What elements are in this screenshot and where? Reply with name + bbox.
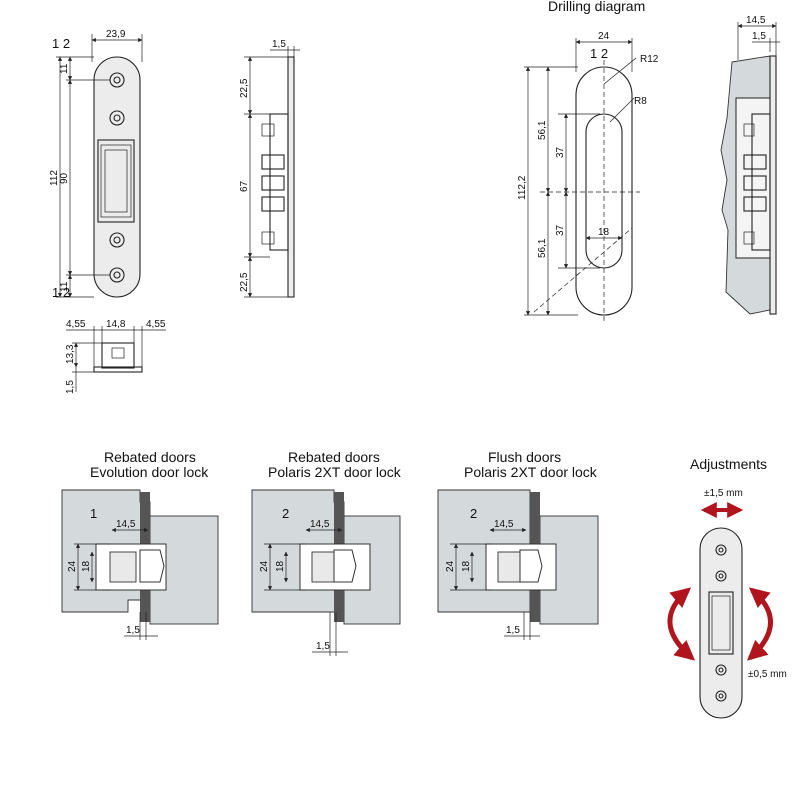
inner-radius-label: R8	[634, 96, 647, 107]
bottom-hole-dimension: 11	[59, 281, 70, 292]
section1-depth: 14,5	[116, 519, 136, 530]
section1-inner-height: 18	[81, 560, 92, 572]
section-rebated-polaris: Rebated doors Polaris 2XT door lock 2 14…	[251, 449, 402, 656]
vertical-adjustment-label: ±0,5 mm	[748, 669, 787, 680]
section2-inner-height: 18	[275, 560, 286, 572]
adjust-plate-outline	[699, 527, 743, 719]
section-rebated-evolution: Rebated doors Evolution door lock 1 14,5…	[61, 449, 219, 640]
section3-title-line2: Polaris 2XT door lock	[464, 464, 598, 480]
slot-width-dimension: 18	[598, 227, 610, 238]
section3-position: 2	[470, 506, 477, 521]
upper-half-dimension: 56,1	[537, 120, 548, 140]
top-hole-dimension: 11	[59, 63, 70, 74]
outer-radius-label: R12	[640, 54, 659, 65]
bottom-middle-width: 14,8	[106, 319, 126, 330]
section3-title-line1: Flush doors	[488, 449, 561, 465]
bottom-right-width: 4,55	[146, 319, 166, 330]
drill-outline-outer	[575, 66, 633, 316]
upper-slot-dimension: 37	[555, 146, 566, 158]
side-bottom-dimension: 22,5	[239, 272, 250, 292]
strike-plate-bottom-view: 4,55 14,8 4,55 13,3 1,5	[65, 319, 166, 394]
section1-outer-height: 24	[67, 560, 78, 572]
bottom-left-width: 4,55	[66, 319, 86, 330]
section2-title-line2: Polaris 2XT door lock	[268, 464, 402, 480]
right-depth-dimension: 14,5	[746, 15, 766, 26]
section2-title-line1: Rebated doors	[288, 449, 380, 465]
bottom-height-dimension: 13,3	[65, 344, 76, 364]
section2-depth: 14,5	[310, 519, 330, 530]
adjustments-diagram: Adjustments ±1,5 mm ±0,5 mm	[667, 456, 787, 719]
section3-outer-height: 24	[445, 560, 456, 572]
total-length-dimension: 112,2	[517, 175, 528, 200]
section3-depth: 14,5	[494, 519, 514, 530]
section2-outer-height: 24	[259, 560, 270, 572]
section2-gap: 1,5	[316, 641, 330, 652]
rotate-right-arrow	[747, 587, 773, 661]
bottom-plate-dimension: 1,5	[65, 380, 76, 394]
rotate-left-arrow	[667, 587, 696, 661]
strike-plate-front-view: 1 2 23,9 11 112 90 11 1 2	[49, 29, 143, 300]
section2-position: 2	[282, 506, 289, 521]
side-middle-dimension: 67	[239, 180, 250, 192]
strike-plate-outline	[93, 56, 141, 298]
drilling-diagram: Drilling diagram 24 1 2 R12 R8 56,1 37 1…	[517, 0, 659, 322]
position-labels-bottom: 1 2	[52, 285, 70, 300]
section1-gap: 1,5	[126, 625, 140, 636]
installed-side-section: 14,5 1,5	[720, 15, 780, 315]
total-height-dimension: 112	[49, 170, 60, 186]
adjustments-title: Adjustments	[690, 456, 767, 472]
section1-title-line2: Evolution door lock	[90, 464, 209, 480]
drilling-width-dimension: 24	[598, 31, 610, 42]
section3-inner-height: 18	[461, 560, 472, 572]
lower-half-dimension: 56,1	[537, 238, 548, 258]
section3-gap: 1,5	[506, 625, 520, 636]
plate-width-dimension: 23,9	[106, 29, 126, 40]
hole-span-dimension: 90	[59, 172, 70, 184]
side-top-dimension: 22,5	[239, 78, 250, 98]
section-flush-polaris: Flush doors Polaris 2XT door lock 2 14,5…	[437, 449, 599, 640]
drilling-diagram-title: Drilling diagram	[548, 0, 645, 14]
lower-slot-dimension: 37	[555, 224, 566, 236]
section1-title-line1: Rebated doors	[104, 449, 196, 465]
horizontal-adjustment-label: ±1,5 mm	[704, 488, 743, 499]
right-plate-dimension: 1,5	[752, 31, 766, 42]
side-plate-dimension: 1,5	[272, 39, 286, 50]
section1-position: 1	[90, 506, 97, 521]
drilling-position-labels: 1 2	[590, 46, 608, 61]
position-labels: 1 2	[52, 36, 70, 51]
strike-plate-side-view: 1,5 22,5 67 22,5	[239, 39, 300, 298]
